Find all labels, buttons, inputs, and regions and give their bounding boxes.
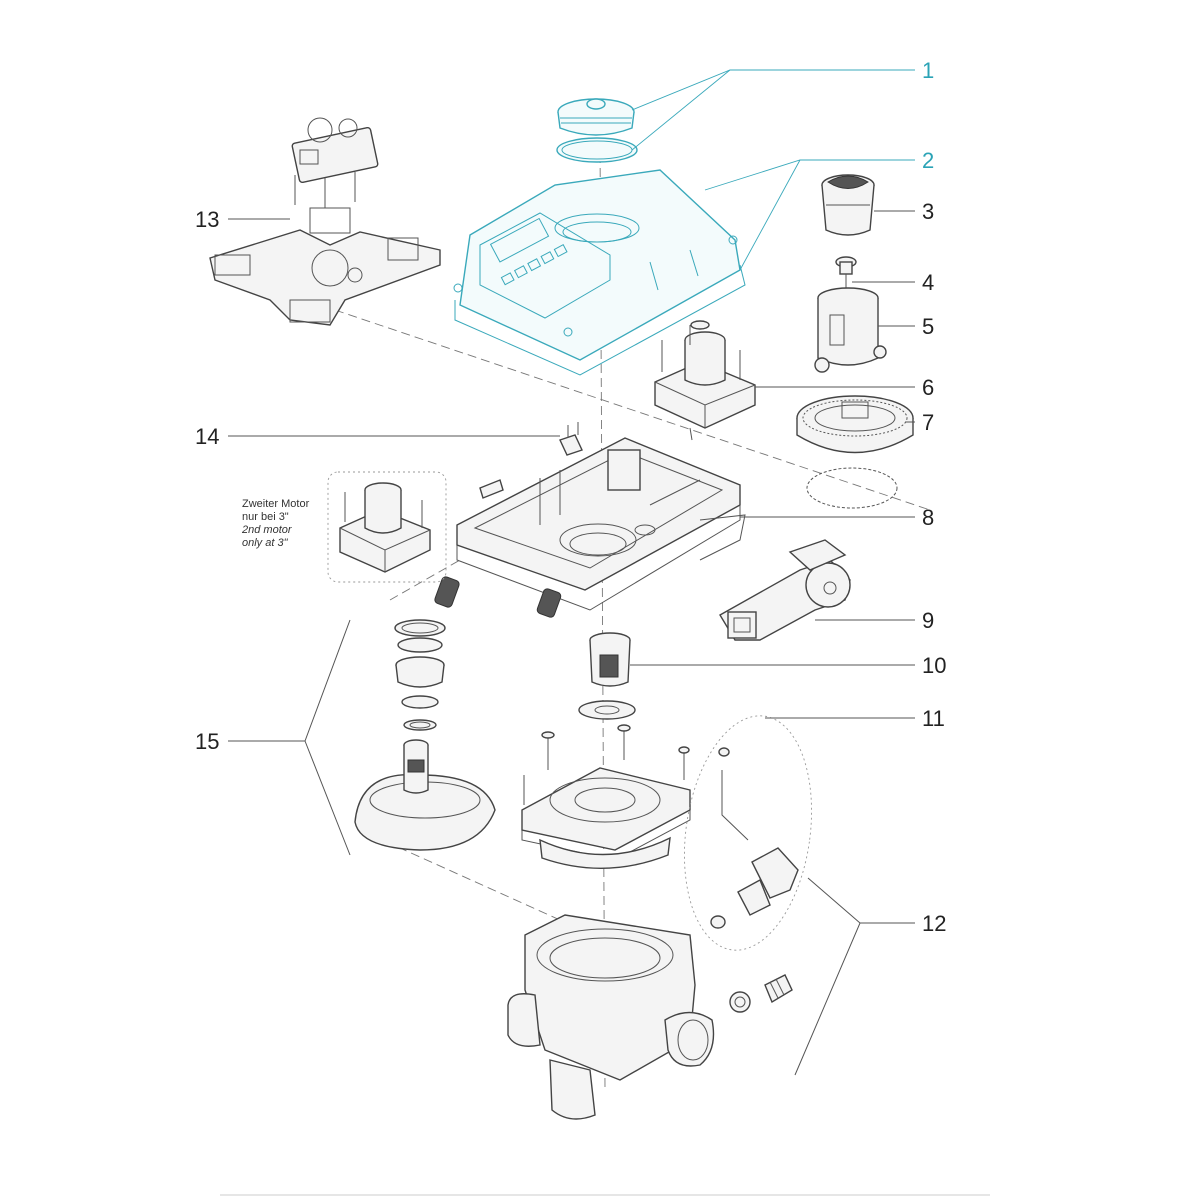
- part-7-gear-wheel: [796, 395, 914, 509]
- part-6-motor: [654, 320, 756, 441]
- callout-14: 14: [195, 424, 219, 449]
- callout-15: 15: [195, 729, 219, 754]
- callout-5: 5: [922, 314, 934, 339]
- callout-8: 8: [922, 505, 934, 530]
- part-2-upper-housing: [453, 169, 746, 376]
- part-3-indicator-cap: [821, 174, 875, 236]
- note-line-2: nur bei 3": [242, 511, 289, 523]
- leader-lines: [228, 69, 915, 1076]
- callout-3: 3: [922, 199, 934, 224]
- callout-10: 10: [922, 653, 946, 678]
- callout-6: 6: [922, 375, 934, 400]
- valve-flange: [521, 724, 691, 869]
- callout-4: 4: [922, 270, 934, 295]
- part-12-valve-body: [507, 914, 793, 1120]
- part-10-drive-sleeve: [578, 632, 636, 720]
- note-line-4: only at 3": [242, 537, 289, 549]
- callout-2: 2: [922, 148, 934, 173]
- note-line-1: Zweiter Motor: [242, 498, 310, 510]
- callout-1: 1: [922, 58, 934, 83]
- part-1-cover-cap: [556, 98, 638, 163]
- part-4-screw: [835, 256, 857, 292]
- callout-13: 13: [195, 207, 219, 232]
- part-8-base-housing: [434, 437, 746, 618]
- part-14-clip: [559, 422, 583, 456]
- callout-11: 11: [922, 706, 945, 731]
- callout-7: 7: [922, 410, 934, 435]
- callout-12: 12: [922, 911, 946, 936]
- part-13-control-board: [209, 117, 441, 326]
- second-motor-group: Zweiter Motor nur bei 3" 2nd motor only …: [241, 471, 447, 583]
- callout-labels: 1 2 3 4 5 6 7 8 9 10 11 12 13 14 15: [195, 58, 946, 936]
- part-5-coupling: [814, 287, 887, 373]
- note-line-3: 2nd motor: [241, 524, 293, 536]
- callout-9: 9: [922, 608, 934, 633]
- part-15-piston-assembly: [354, 619, 496, 851]
- part-11-sensor-kit: [683, 715, 813, 951]
- part-9-hand-lever: [719, 539, 851, 641]
